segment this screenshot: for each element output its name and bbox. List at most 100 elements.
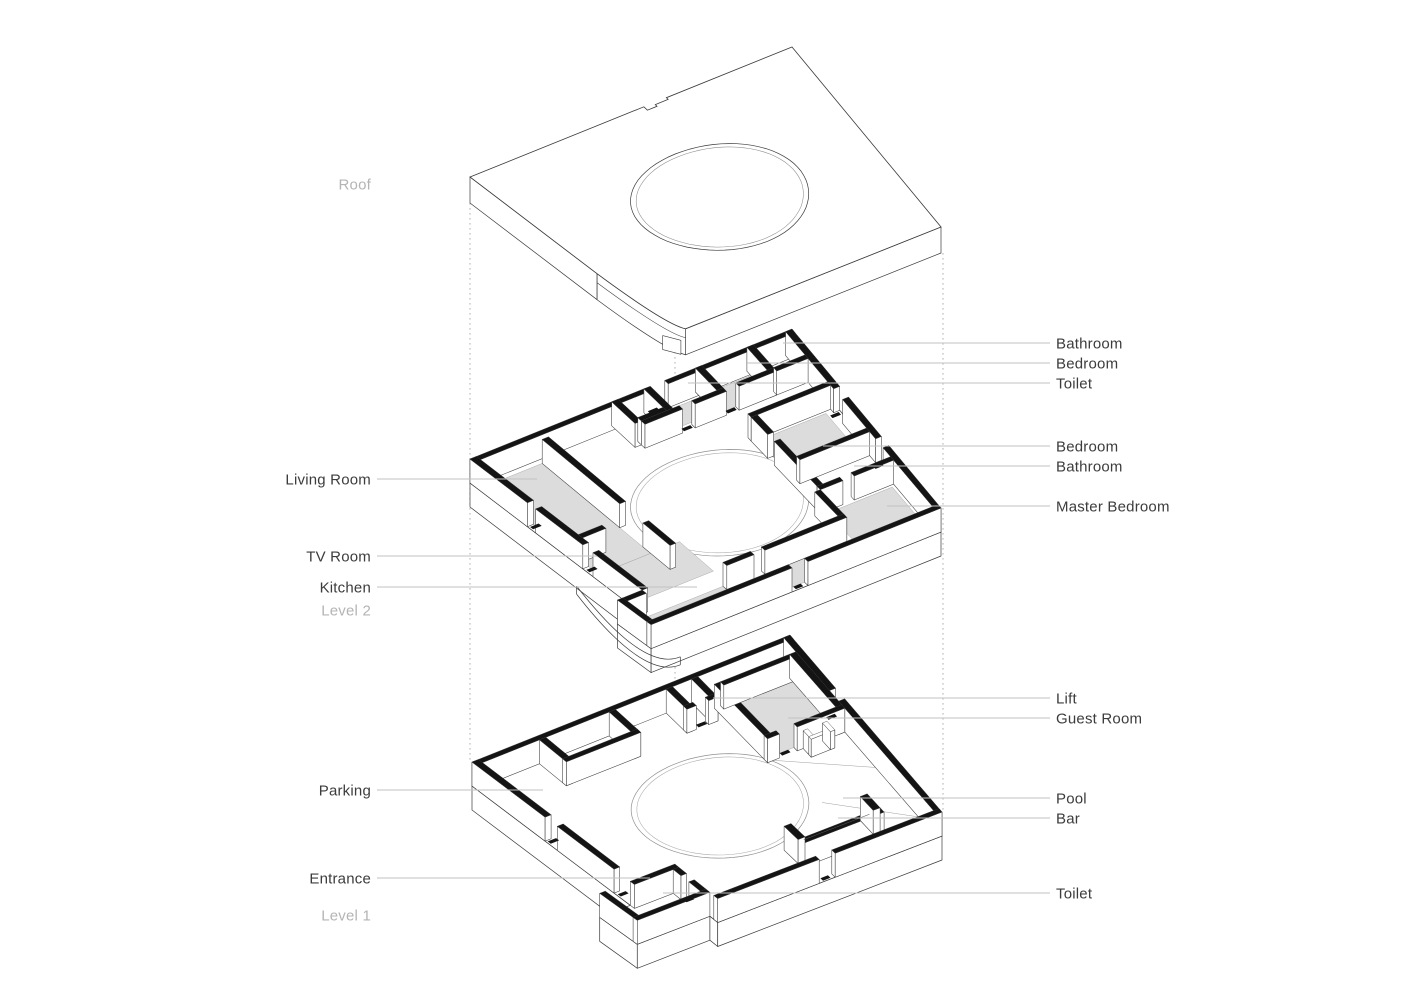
roof-slab — [469, 46, 942, 356]
wall-face-w — [850, 472, 855, 501]
wall-top — [535, 506, 589, 545]
wall-top — [763, 730, 780, 739]
roof-arc-rim — [596, 282, 686, 339]
wall-face-w — [831, 849, 836, 878]
wall-face-w — [646, 621, 652, 649]
wall-face-w — [683, 705, 688, 734]
wall-face-s — [680, 873, 687, 900]
wall-top — [642, 520, 676, 546]
label-living-room: Living Room — [285, 471, 371, 488]
label-entrance: Entrance — [309, 870, 371, 887]
wall-top — [722, 551, 755, 566]
label-bedroom-1: Bedroom — [1056, 355, 1118, 372]
wall-top — [831, 808, 943, 854]
door-tick — [830, 412, 841, 419]
wall-face-w — [793, 723, 798, 752]
wall-top — [713, 855, 820, 899]
l2-arch-top — [576, 585, 681, 660]
door-tick — [681, 425, 693, 432]
wall-face-w — [796, 455, 801, 484]
wall-face-s — [767, 733, 780, 763]
wall-face-s — [613, 866, 620, 894]
wall-face-s — [619, 501, 626, 528]
level-2-plan — [469, 328, 942, 673]
wall-face-s — [830, 729, 836, 750]
wall-top — [542, 436, 626, 504]
label-lift: Lift — [1056, 690, 1077, 707]
label-toilet-2: Toilet — [1056, 885, 1093, 902]
label-toilet-1: Toilet — [1056, 375, 1093, 392]
roof-hole-inner-rim — [635, 146, 804, 248]
label-parking: Parking — [319, 782, 371, 799]
wall-face-s — [872, 807, 881, 835]
projection-lines — [469, 203, 944, 915]
bar-counter-line — [803, 814, 870, 841]
l1-pool-outer — [630, 753, 810, 859]
wall-face-w — [735, 382, 740, 411]
label-level-1: Level 1 — [321, 907, 371, 924]
wall-top — [469, 456, 534, 503]
wall-top — [471, 759, 552, 818]
wall-top — [632, 888, 711, 921]
wall-face-w — [630, 881, 635, 909]
wall-face-w — [641, 420, 646, 449]
wall-face-w — [763, 735, 768, 763]
door-tick — [586, 566, 598, 573]
wall-face-w — [773, 367, 777, 396]
door-tick — [547, 838, 560, 844]
wall-top — [747, 381, 831, 418]
wall-face-w — [637, 417, 642, 446]
leader-lines — [377, 342, 1050, 894]
door-tick — [530, 523, 542, 530]
wall-top — [842, 396, 882, 439]
wall-top — [557, 823, 620, 870]
roof-top-face — [469, 46, 942, 330]
l2-arch-bottom — [576, 593, 681, 668]
l1-paving-line — [773, 760, 876, 768]
wall-top — [641, 405, 683, 425]
door-tick — [683, 896, 695, 903]
door-tick — [617, 891, 629, 897]
door-tick — [647, 407, 660, 414]
label-pool: Pool — [1056, 790, 1087, 807]
wall-top — [562, 728, 641, 762]
door-tick — [725, 407, 737, 414]
wall-face-w — [632, 917, 638, 945]
wall-top — [822, 721, 835, 732]
wall-top — [761, 513, 847, 551]
label-kitchen: Kitchen — [320, 579, 371, 596]
wall-face-w — [761, 546, 766, 575]
wall-top — [673, 867, 687, 876]
wall-face-w — [722, 562, 728, 590]
label-roof: Roof — [339, 176, 372, 193]
label-bathroom-1: Bathroom — [1056, 335, 1123, 352]
wall-face-s — [833, 386, 840, 413]
wall-face-s — [686, 705, 697, 734]
level-1-plan — [471, 634, 943, 969]
wall-top — [783, 823, 806, 840]
wall-face-w — [691, 400, 696, 429]
wall-top — [751, 414, 774, 435]
wall-face-w — [747, 413, 752, 442]
label-master-bedroom: Master Bedroom — [1056, 498, 1170, 515]
door-tick — [793, 583, 804, 590]
wall-face-w — [808, 736, 812, 758]
wall-top — [793, 704, 845, 728]
door-tick — [779, 749, 791, 756]
roof-hole-outer — [630, 143, 810, 251]
label-tv-room: TV Room — [306, 548, 371, 565]
wall-face-s — [527, 499, 534, 527]
door-tick — [696, 721, 708, 728]
label-guest-room: Guest Room — [1056, 710, 1142, 727]
wall-face-s — [669, 542, 676, 570]
wall-face-w — [713, 895, 718, 923]
door-tick — [820, 875, 831, 881]
wall-top — [785, 328, 840, 389]
wall-top — [691, 387, 727, 405]
wall-face-s — [767, 431, 774, 459]
wall-face-w — [720, 681, 725, 710]
label-level-2: Level 2 — [321, 602, 371, 619]
